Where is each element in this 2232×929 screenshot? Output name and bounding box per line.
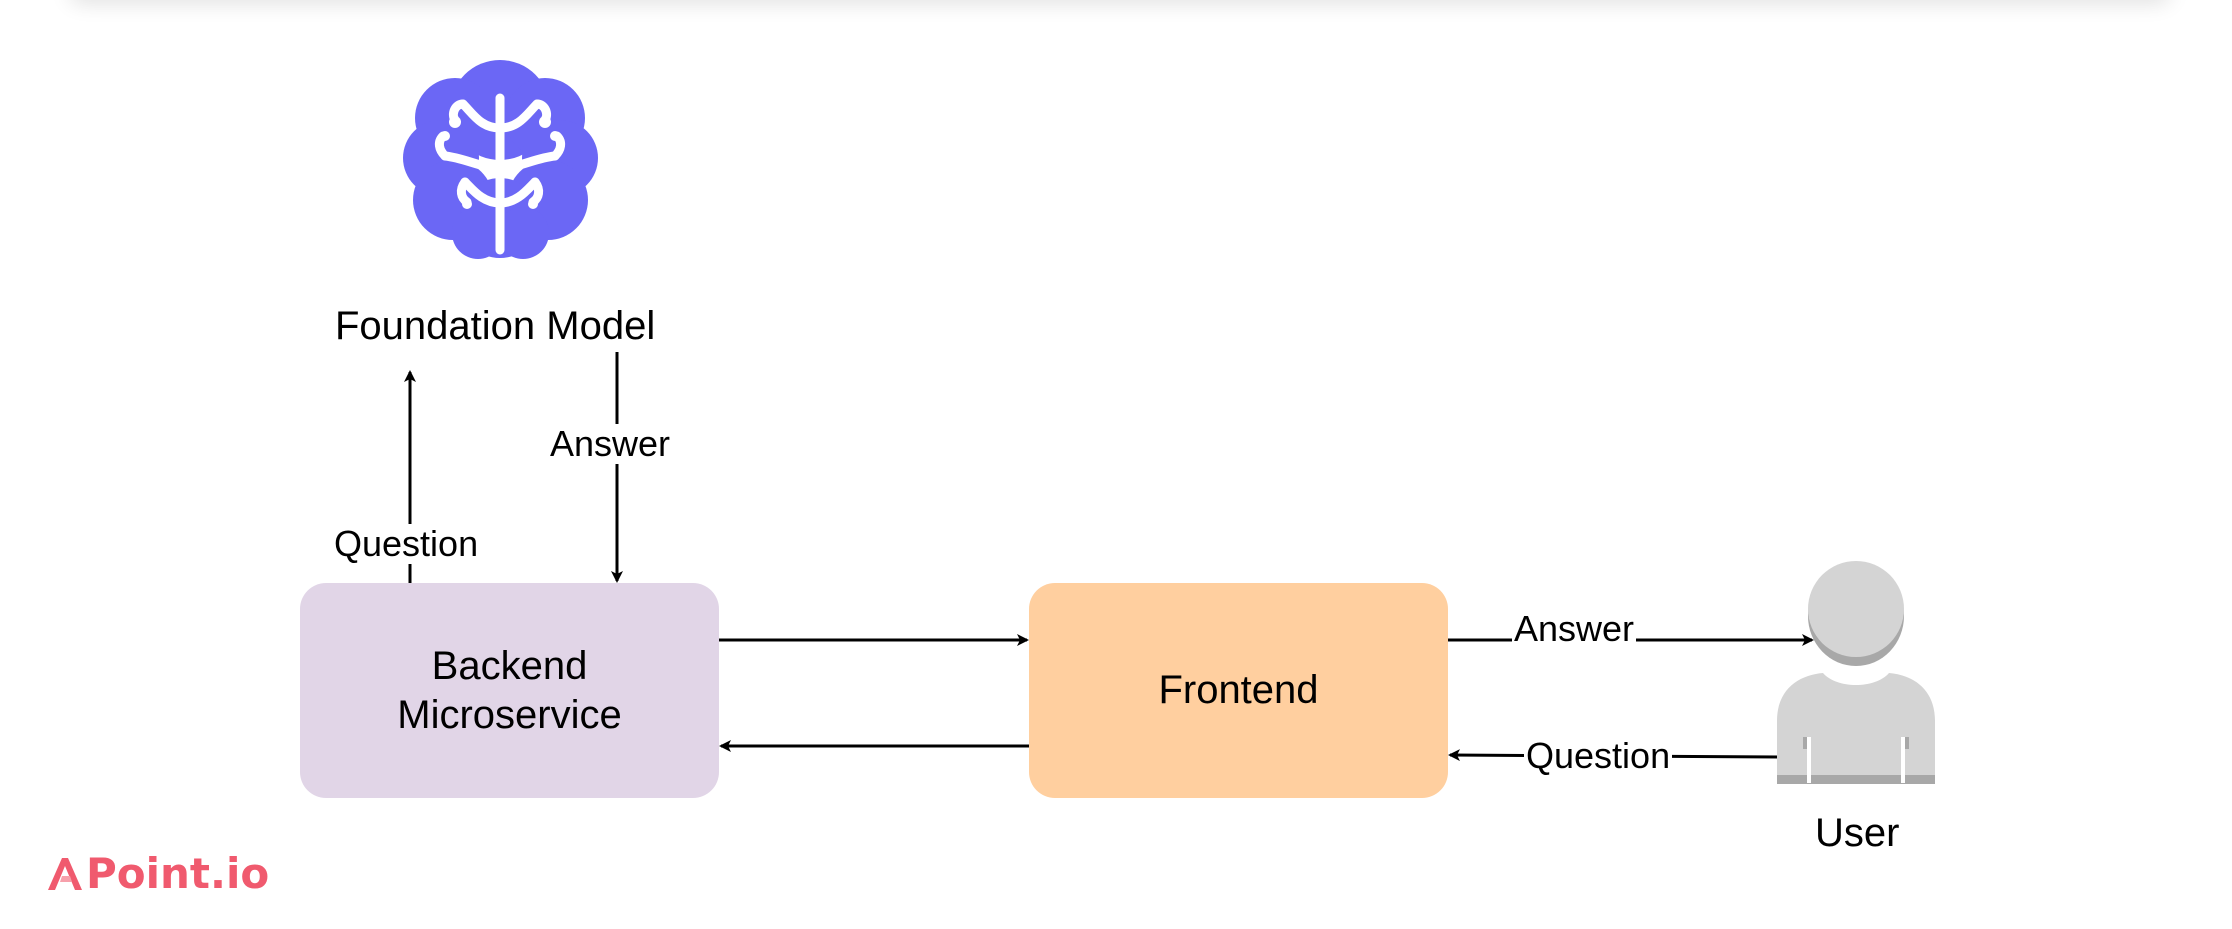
frontend-label: Frontend [1158,668,1319,712]
backend-label-line1: Backend [431,643,588,688]
edge-label-answer-from-model: Answer [548,423,673,464]
brain-icon [403,60,598,259]
logo-text: Point.io [86,849,270,898]
user-icon [1777,561,1935,784]
user-label: User [1815,811,1900,855]
edge-label-question-from-user: Question [1524,735,1673,776]
backend-microservice-node: Backend Microservice [300,583,719,798]
aipoint-logo: Point.io [46,850,269,898]
foundation-model-label: Foundation Model [335,304,656,348]
edge-label-question-to-model: Question [332,523,481,564]
logo-mark [48,858,82,890]
backend-label-line2: Microservice [397,692,622,737]
edge-label-answer-to-user: Answer [1512,608,1637,649]
frontend-node: Frontend [1029,583,1448,798]
